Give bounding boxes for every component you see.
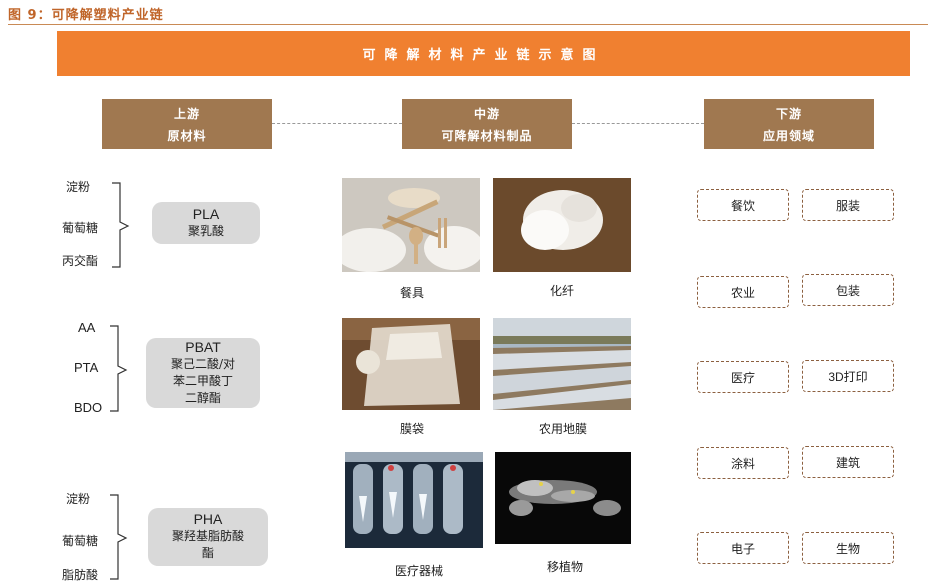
product-caption: 化纤 xyxy=(549,284,574,298)
stage-upstream-title: 上游 xyxy=(173,107,200,121)
tableware-photo xyxy=(342,178,480,272)
material-fullname: 聚己二酸/对 xyxy=(170,357,236,371)
application-box: 建筑 xyxy=(802,446,894,478)
stage-midstream-subtitle: 可降解材料制品 xyxy=(441,129,533,143)
product-caption: 医疗器械 xyxy=(394,564,443,578)
film-bag-photo xyxy=(342,318,480,410)
material-name: PLA xyxy=(192,206,220,222)
implant-photo xyxy=(495,452,631,544)
stage-connector xyxy=(572,123,704,124)
stage-midstream: 中游 可降解材料制品 xyxy=(402,99,572,149)
product-caption: 膜袋 xyxy=(399,422,424,436)
raw-input: 淀粉 xyxy=(66,492,91,506)
material-fullname: 酯 xyxy=(201,546,214,560)
application-box: 生物 xyxy=(802,532,894,564)
raw-input: PTA xyxy=(74,360,99,375)
material-chip-pbat: PBAT 聚己二酸/对 苯二甲酸丁 二醇酯 xyxy=(146,338,260,408)
material-name: PHA xyxy=(193,511,223,527)
material-fullname: 苯二甲酸丁 xyxy=(172,374,233,388)
fiber-photo xyxy=(493,178,631,272)
material-chip-pla: PLA 聚乳酸 xyxy=(152,202,260,244)
product-caption: 农用地膜 xyxy=(538,422,587,436)
material-fullname: 聚羟基脂肪酸 xyxy=(171,529,244,543)
raw-input: 丙交酯 xyxy=(62,254,99,268)
medical-device-photo xyxy=(345,452,483,548)
application-box: 包装 xyxy=(802,274,894,306)
application-box: 医疗 xyxy=(697,361,789,393)
raw-input: 葡萄糖 xyxy=(62,221,99,235)
application-box: 餐饮 xyxy=(697,189,789,221)
raw-input: BDO xyxy=(74,400,103,415)
application-box: 3D打印 xyxy=(802,360,894,392)
stage-connector xyxy=(272,123,402,124)
raw-input: 葡萄糖 xyxy=(62,534,99,548)
raw-input: 脂肪酸 xyxy=(62,568,99,582)
figure-label: 图 9：可降解塑料产业链 xyxy=(8,8,164,23)
raw-input: 淀粉 xyxy=(66,180,91,194)
application-box: 农业 xyxy=(697,276,789,308)
product-caption: 移植物 xyxy=(546,560,583,574)
stage-midstream-title: 中游 xyxy=(473,107,500,121)
stage-downstream-subtitle: 应用领域 xyxy=(762,129,815,143)
stage-downstream-title: 下游 xyxy=(775,107,802,121)
application-box: 涂料 xyxy=(697,447,789,479)
raw-input: AA xyxy=(78,320,96,335)
stage-downstream: 下游 应用领域 xyxy=(704,99,874,149)
top-rule xyxy=(8,24,928,25)
material-fullname: 二醇酯 xyxy=(184,391,221,405)
application-box: 电子 xyxy=(697,532,789,564)
brace-icon xyxy=(110,494,128,580)
material-chip-pha: PHA 聚羟基脂肪酸 酯 xyxy=(148,508,268,566)
stage-upstream-subtitle: 原材料 xyxy=(167,129,207,143)
brace-icon xyxy=(112,182,130,268)
material-fullname: 聚乳酸 xyxy=(187,224,224,238)
material-name: PBAT xyxy=(185,339,221,355)
stage-upstream: 上游 原材料 xyxy=(102,99,272,149)
product-caption: 餐具 xyxy=(399,286,424,300)
brace-icon xyxy=(110,325,128,412)
agri-film-photo xyxy=(493,318,631,410)
banner-title: 可降解材料产业链示意图 xyxy=(57,31,910,76)
application-box: 服装 xyxy=(802,189,894,221)
